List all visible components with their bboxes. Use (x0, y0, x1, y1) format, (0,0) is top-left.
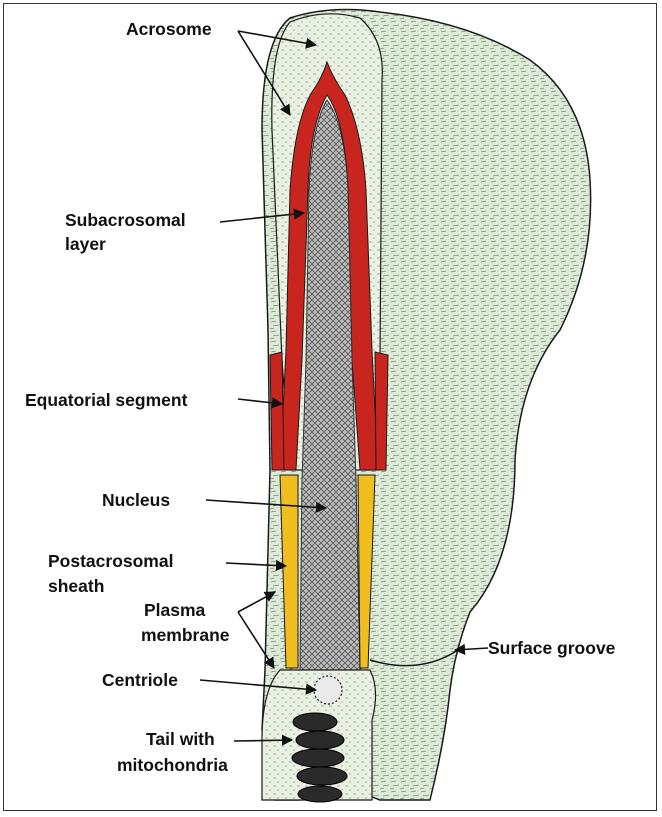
label-plasma-line2: membrane (141, 624, 230, 646)
label-centriole: Centriole (102, 669, 178, 691)
label-subacrosomal-line1: Subacrosomal (65, 209, 186, 231)
label-tail-line2: mitochondria (117, 754, 228, 776)
equatorial-segment-left (270, 352, 284, 470)
label-subacrosomal-line2: layer (65, 233, 106, 255)
label-equatorial-segment: Equatorial segment (25, 389, 187, 411)
label-tail-line1: Tail with (146, 728, 215, 750)
centriole (314, 676, 342, 704)
equatorial-segment-right (375, 352, 388, 470)
label-postacrosomal-line2: sheath (48, 575, 104, 597)
label-plasma-line1: Plasma (144, 599, 205, 621)
pointer-tail (234, 740, 292, 741)
label-postacrosomal-line1: Postacrosomal (48, 550, 173, 572)
pointer-surface-groove (455, 648, 488, 650)
label-nucleus: Nucleus (102, 489, 170, 511)
label-surface-groove: Surface groove (488, 637, 615, 659)
label-acrosome: Acrosome (126, 18, 212, 40)
